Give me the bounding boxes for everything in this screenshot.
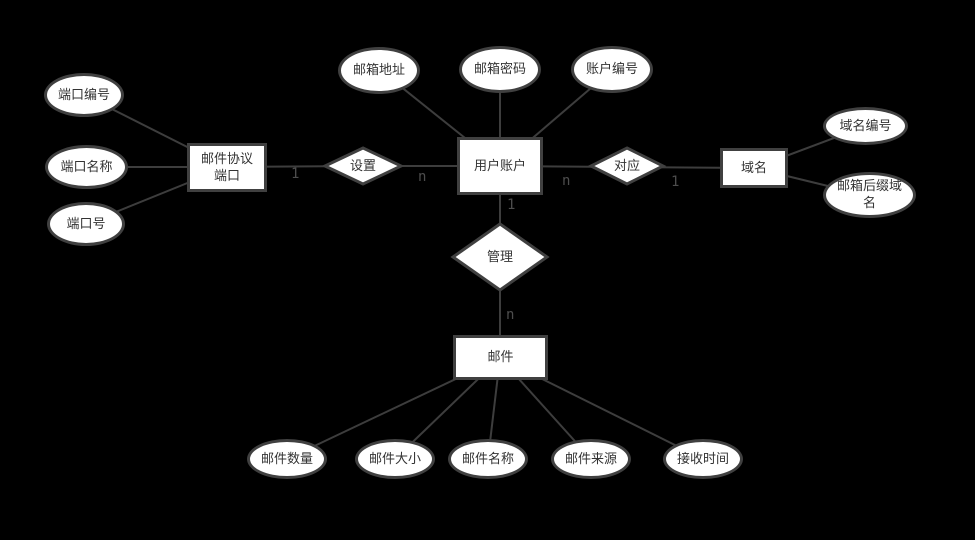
diamond-shape [450,222,550,292]
relationship-manage: 管理 [450,222,550,292]
attribute-domain-id: 域名编号 [823,107,908,145]
relationship-manage-label: 管理 [486,248,513,264]
attribute-account-id: 账户编号 [571,46,653,93]
entity-user-account: 用户账户 [457,137,543,195]
attribute-port-id: 端口编号 [44,73,124,117]
cardinality-label-user-correspond: n [562,173,571,189]
cardinality-label-correspond-domain: 1 [671,174,680,190]
attribute-port-number: 端口号 [47,202,125,246]
cardinality-label-manage-mail: n [506,307,515,323]
attribute-receive-time: 接收时间 [663,439,743,479]
attribute-mail-count: 邮件数量 [247,439,327,479]
attribute-mail-name: 邮件名称 [448,439,528,479]
diamond-shape [321,146,405,186]
attribute-mailbox-password: 邮箱密码 [459,46,541,93]
cardinality-label-port-set: 1 [291,166,300,182]
cardinality-label-user-manage: 1 [507,197,516,213]
relationship-set-label: 设置 [349,157,376,173]
attribute-mail-size: 邮件大小 [355,439,435,479]
relationship-set: 设置 [321,146,405,186]
relationship-correspond: 对应 [587,146,667,186]
relationship-correspond-label: 对应 [613,157,640,173]
entity-domain-name: 域名 [720,148,788,188]
entity-mail: 邮件 [453,335,548,380]
diamond-shape [587,146,667,186]
attribute-mailbox-suffix-domain: 邮箱后缀域 名 [823,172,916,218]
attribute-mailbox-address: 邮箱地址 [338,47,420,94]
attribute-mail-source: 邮件来源 [551,439,631,479]
entity-mail-protocol-port: 邮件协议 端口 [187,143,267,192]
cardinality-label-set-user: n [418,169,427,185]
attribute-port-name: 端口名称 [45,145,128,189]
